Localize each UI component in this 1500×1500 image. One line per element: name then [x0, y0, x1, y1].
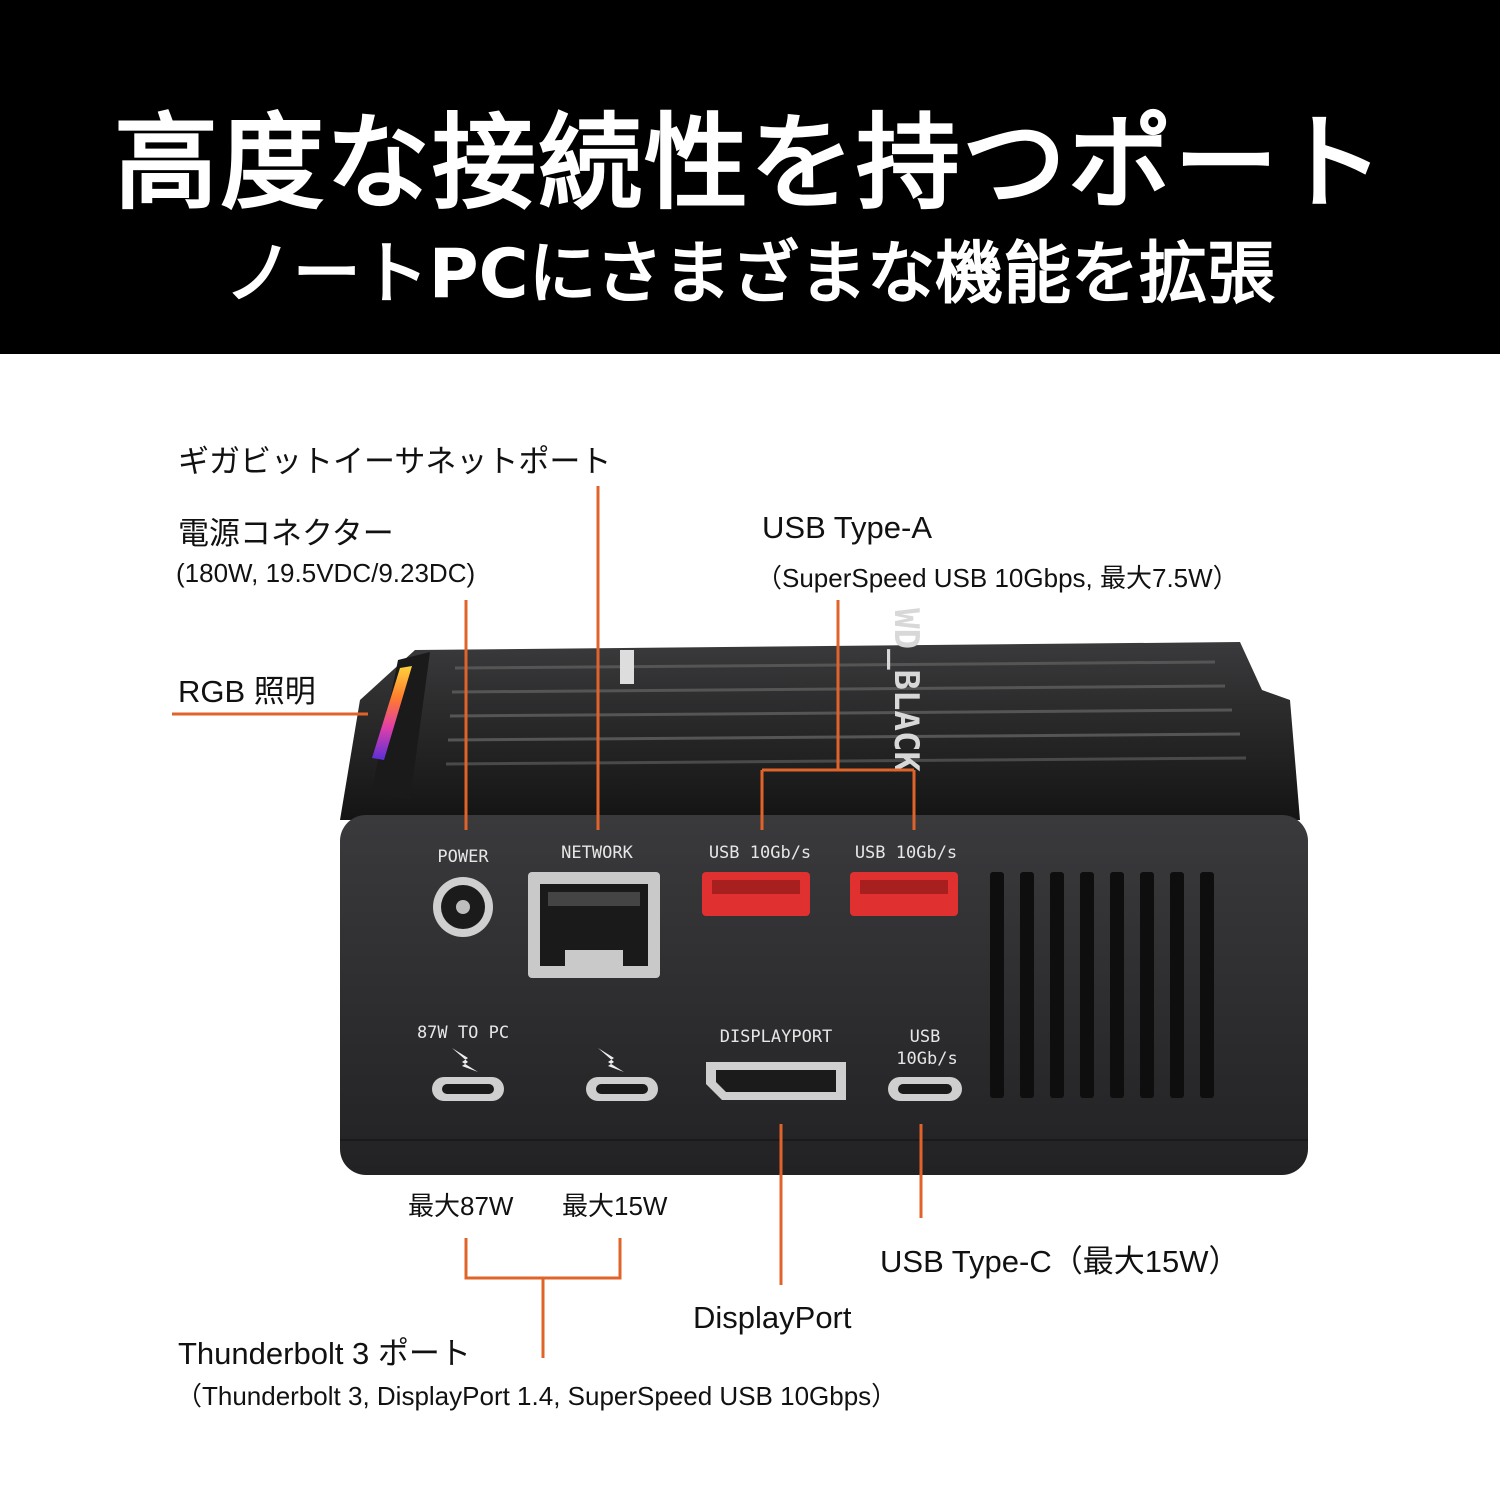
- callout-tb-left-power: 最大87W: [408, 1191, 514, 1221]
- thunderbolt-port-1: [432, 1077, 504, 1101]
- thunderbolt-icon: [452, 1048, 478, 1072]
- logo-mark: [620, 650, 634, 684]
- callout-power: 電源コネクター: [178, 516, 394, 551]
- port-label-usb-c-line2: 10Gb/s: [896, 1049, 957, 1069]
- usb-a-port-2: [850, 872, 958, 916]
- port-label-usb-c-line1: USB: [910, 1027, 941, 1047]
- port-label-usb-a-1: USB 10Gb/s: [709, 843, 811, 863]
- brand-logo: WD_BLACK: [886, 608, 926, 772]
- callout-usb-c: USB Type-C（最大15W）: [880, 1244, 1240, 1279]
- displayport-port: [706, 1062, 846, 1100]
- header-banner: 高度な接続性を持つポート ノートPCにさまざまな機能を拡張: [0, 0, 1500, 354]
- usb-c-port: [888, 1077, 962, 1101]
- callout-usb-a: USB Type-A: [762, 510, 933, 545]
- ethernet-port: [528, 872, 660, 978]
- vent-grille: [990, 872, 1214, 1098]
- headline-title: 高度な接続性を持つポート: [113, 102, 1386, 224]
- callout-tb-right-power: 最大15W: [562, 1191, 668, 1221]
- headline-subtitle: ノートPCにさまざまな機能を拡張: [224, 235, 1276, 314]
- device-top: WD_BLACK: [340, 608, 1300, 820]
- callout-usb-a-spec: （SuperSpeed USB 10Gbps, 最大7.5W）: [756, 563, 1239, 593]
- power-jack: [433, 877, 493, 937]
- callout-displayport: DisplayPort: [693, 1300, 852, 1335]
- device-front: [340, 815, 1308, 1175]
- port-label-tb-pc: 87W TO PC: [417, 1023, 509, 1043]
- rgb-housing: [372, 652, 430, 800]
- usb-a-port-1: [702, 872, 810, 916]
- rgb-light-strip: [372, 666, 412, 760]
- callout-thunderbolt: Thunderbolt 3 ポート: [178, 1336, 471, 1371]
- callout-ethernet: ギガビットイーサネットポート: [178, 444, 612, 479]
- svg-text:WD_BLACK: WD_BLACK: [886, 608, 926, 772]
- thunderbolt-icon: [598, 1048, 624, 1072]
- callout-thunderbolt-spec: （Thunderbolt 3, DisplayPort 1.4, SuperSp…: [176, 1381, 898, 1411]
- leader-lines: [172, 486, 923, 1358]
- port-label-network: NETWORK: [561, 843, 633, 863]
- port-label-displayport: DISPLAYPORT: [720, 1027, 833, 1047]
- callout-rgb: RGB 照明: [178, 674, 316, 709]
- port-label-power: POWER: [437, 847, 489, 867]
- thunderbolt-port-2: [586, 1077, 658, 1101]
- port-label-usb-a-2: USB 10Gb/s: [855, 843, 957, 863]
- callout-power-spec: (180W, 19.5VDC/9.23DC): [176, 558, 476, 588]
